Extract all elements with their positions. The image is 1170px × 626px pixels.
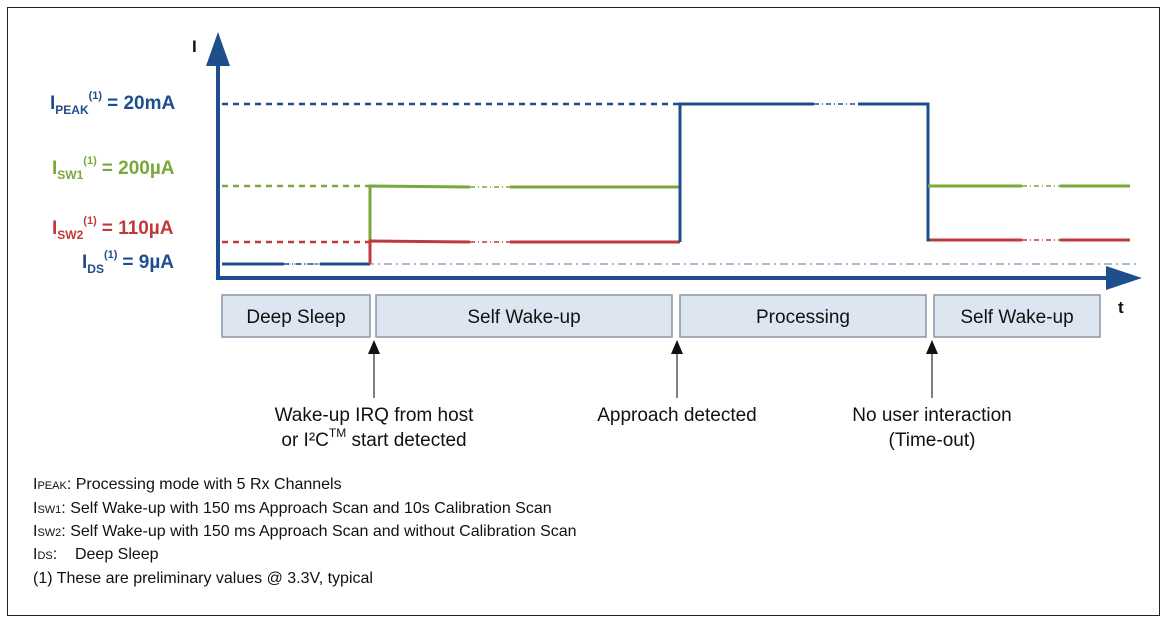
- phase-label-self-wakeup: Self Wake-up: [467, 307, 580, 328]
- note-sw2-symbol: ISW2: [33, 523, 62, 540]
- note-ds: IDS: Deep Sleep: [33, 546, 159, 564]
- event-label-approach: Approach detected: [597, 405, 757, 426]
- diagram-frame: [7, 7, 1160, 616]
- phase-box-self-wakeup: [375, 294, 673, 338]
- level-label-sw2: ISW2(1)= 110µA: [52, 215, 174, 242]
- phase-label-processing: Processing: [756, 307, 850, 328]
- level-label-sw1: ISW1(1)= 200µA: [52, 155, 175, 182]
- event-arrow-timeout-head: [926, 340, 938, 354]
- note-sw1-symbol: ISW1: [33, 500, 62, 517]
- y-axis-label: I: [192, 37, 197, 56]
- level-label-ds: IDS(1)= 9µA: [82, 249, 174, 276]
- note-peak-symbol: IPEAK: [33, 476, 67, 493]
- x-axis-label: t: [1118, 298, 1124, 317]
- peak-trace-end: [858, 102, 1022, 242]
- phase-box-self-wakeup-2: [933, 294, 1101, 338]
- phase-box-deep-sleep: [221, 294, 371, 338]
- event-label-wakeup-line1: Wake-up IRQ from host: [275, 405, 475, 426]
- event-arrow-approach-head: [671, 340, 683, 354]
- x-axis-arrowhead: [1106, 266, 1142, 290]
- note-ds-text: : Deep Sleep: [52, 546, 159, 563]
- event-label-wakeup-line2: or I²CTM start detected: [281, 426, 466, 451]
- note-sw1-text: : Self Wake-up with 150 ms Approach Scan…: [61, 500, 552, 517]
- phase-label-self-wakeup-2: Self Wake-up: [960, 307, 1073, 328]
- note-sw1: ISW1: Self Wake-up with 150 ms Approach …: [33, 500, 552, 518]
- sw2-trace: [368, 239, 471, 264]
- event-label-timeout-line1: No user interaction: [852, 405, 1011, 426]
- y-axis-arrowhead: [206, 32, 230, 66]
- peak-trace: [678, 102, 814, 242]
- level-label-peak: IPEAK(1)= 20mA: [50, 90, 175, 117]
- event-label-timeout-line2: (Time-out): [889, 430, 976, 451]
- note-peak-text: : Processing mode with 5 Rx Channels: [66, 476, 342, 493]
- phase-box-processing: [679, 294, 927, 338]
- sw1-trace: [368, 184, 471, 264]
- phase-label-deep-sleep: Deep Sleep: [246, 307, 345, 328]
- note-footnote: (1) These are preliminary values @ 3.3V,…: [33, 570, 373, 587]
- note-ds-symbol: IDS: [33, 546, 53, 563]
- event-arrow-wakeup-head: [368, 340, 380, 354]
- note-sw2: ISW2: Self Wake-up with 150 ms Approach …: [33, 523, 577, 541]
- note-sw2-text: : Self Wake-up with 150 ms Approach Scan…: [61, 523, 577, 540]
- note-peak: IPEAK: Processing mode with 5 Rx Channel…: [33, 476, 342, 494]
